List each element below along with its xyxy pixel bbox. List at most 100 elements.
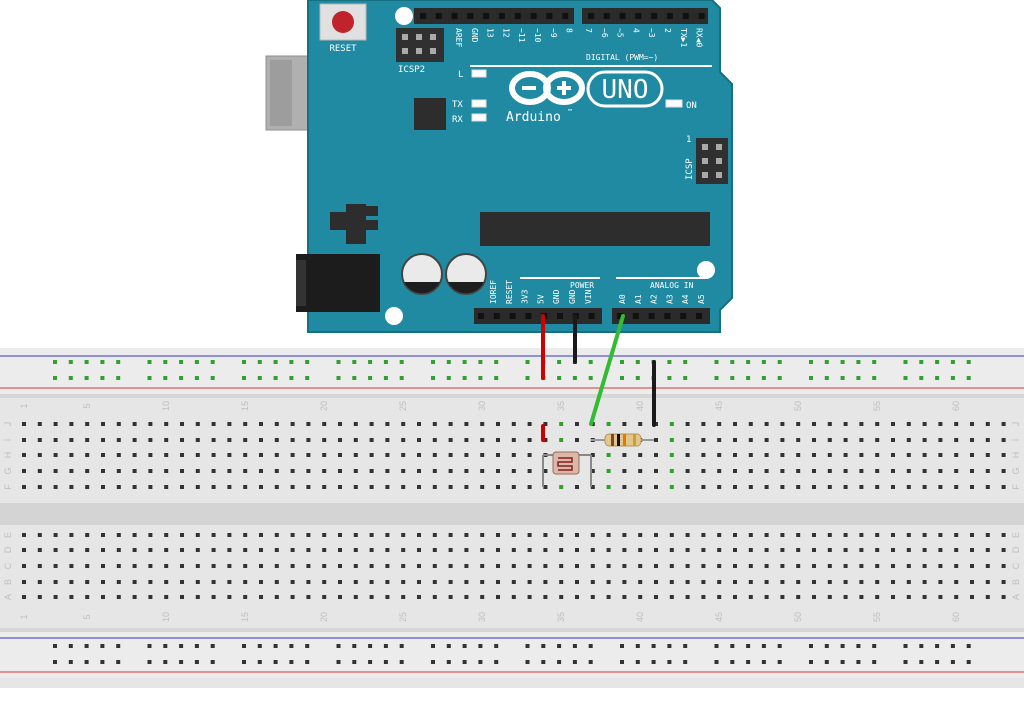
power-rail-hole[interactable] [683,644,688,648]
power-rail-hole[interactable] [840,660,845,664]
breadboard-hole[interactable] [116,548,121,552]
power-rail-hole[interactable] [273,644,278,648]
power-rail-hole[interactable] [903,644,908,648]
breadboard-hole[interactable] [353,548,358,552]
breadboard-hole[interactable] [843,438,848,442]
breadboard-hole[interactable] [685,580,690,584]
breadboard-hole[interactable] [259,580,263,584]
breadboard-hole[interactable] [480,485,485,489]
breadboard-hole[interactable] [164,438,169,442]
breadboard-hole[interactable] [938,485,943,489]
power-rail-hole[interactable] [746,644,751,648]
breadboard-hole[interactable] [812,438,816,442]
breadboard-hole[interactable] [780,485,785,489]
power-rail-hole[interactable] [714,376,719,380]
breadboard-hole[interactable] [85,564,90,568]
breadboard-hole[interactable] [527,422,532,426]
power-rail-hole[interactable] [935,360,940,364]
breadboard-hole[interactable] [85,595,90,599]
breadboard-hole[interactable] [306,438,311,442]
power-rail-hole[interactable] [194,360,199,364]
breadboard-hole[interactable] [401,580,406,584]
power-rail-hole[interactable] [714,660,719,664]
breadboard-hole[interactable] [116,564,121,568]
breadboard-hole[interactable] [843,485,848,489]
reset-button-cap[interactable] [332,11,354,33]
power-rail-hole[interactable] [84,644,89,648]
breadboard-hole[interactable] [448,564,453,568]
breadboard-hole[interactable] [875,580,880,584]
breadboard-hole[interactable] [827,422,832,426]
breadboard-hole[interactable] [243,548,248,552]
breadboard-hole[interactable] [290,595,295,599]
breadboard-hole[interactable] [606,595,611,599]
breadboard-hole[interactable] [259,422,263,426]
power-rail-hole[interactable] [525,360,530,364]
breadboard-hole[interactable] [53,564,58,568]
breadboard-hole[interactable] [369,564,374,568]
breadboard-hole[interactable] [970,438,974,442]
breadboard-hole[interactable] [353,580,358,584]
breadboard-hole[interactable] [132,595,137,599]
breadboard-hole[interactable] [654,533,658,537]
power-rail-hole[interactable] [966,360,971,364]
breadboard-hole[interactable] [859,485,864,489]
breadboard-hole[interactable] [843,422,848,426]
breadboard-hole[interactable] [843,595,848,599]
breadboard-hole[interactable] [480,595,485,599]
breadboard-hole[interactable] [891,485,895,489]
breadboard-hole[interactable] [985,469,990,473]
breadboard-hole[interactable] [180,485,184,489]
breadboard-hole[interactable] [575,422,579,426]
breadboard-hole[interactable] [511,533,516,537]
breadboard-hole[interactable] [132,564,137,568]
breadboard-hole[interactable] [764,469,769,473]
breadboard-hole[interactable] [290,533,295,537]
breadboard-hole[interactable] [116,595,121,599]
breadboard-hole[interactable] [101,580,105,584]
breadboard-hole[interactable] [780,438,785,442]
breadboard-hole[interactable] [1001,533,1006,537]
breadboard-hole[interactable] [764,548,769,552]
breadboard-hole[interactable] [496,548,500,552]
breadboard-hole[interactable] [85,548,90,552]
breadboard-hole[interactable] [480,580,485,584]
breadboard-hole[interactable] [970,595,974,599]
breadboard-hole[interactable] [180,422,184,426]
breadboard-hole[interactable] [464,422,469,426]
power-rail-hole[interactable] [824,644,829,648]
breadboard-hole[interactable] [85,533,90,537]
breadboard-hole[interactable] [369,485,374,489]
power-rail-hole[interactable] [588,644,593,648]
breadboard-hole[interactable] [764,533,769,537]
breadboard-hole[interactable] [954,485,959,489]
power-rail-hole[interactable] [919,360,924,364]
breadboard-hole[interactable] [796,438,801,442]
breadboard-hole[interactable] [827,438,832,442]
breadboard-hole[interactable] [22,438,26,442]
power-rail-hole[interactable] [777,644,782,648]
breadboard-hole[interactable] [116,453,121,457]
breadboard-hole[interactable] [701,469,706,473]
breadboard-hole[interactable] [954,453,959,457]
breadboard-hole[interactable] [369,453,374,457]
breadboard-hole[interactable] [970,453,974,457]
breadboard-hole[interactable] [227,485,232,489]
power-rail-hole[interactable] [950,644,955,648]
breadboard-hole[interactable] [622,422,627,426]
breadboard-hole[interactable] [796,548,801,552]
breadboard-hole[interactable] [306,533,311,537]
breadboard-hole[interactable] [859,580,864,584]
breadboard-hole[interactable] [385,453,390,457]
breadboard-hole[interactable] [511,595,516,599]
breadboard-hole[interactable] [290,548,295,552]
breadboard-hole[interactable] [274,438,279,442]
power-rail-hole[interactable] [368,644,373,648]
breadboard-hole[interactable] [906,533,911,537]
breadboard-hole[interactable] [575,580,579,584]
power-rail-hole[interactable] [431,360,435,364]
power-rail-hole[interactable] [494,660,499,664]
breadboard-hole[interactable] [338,422,342,426]
breadboard-hole[interactable] [37,595,42,599]
power-rail-hole[interactable] [525,376,530,380]
